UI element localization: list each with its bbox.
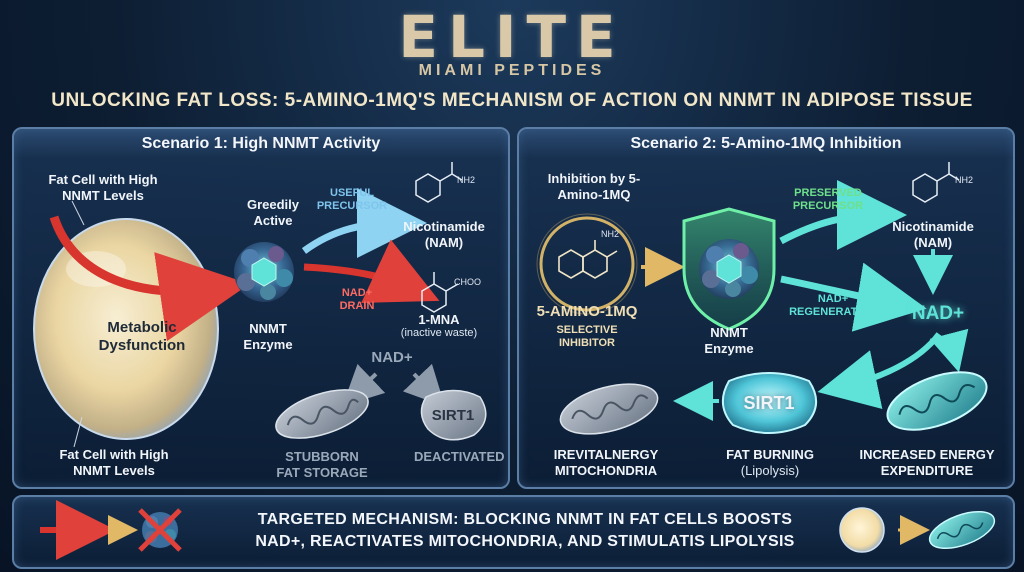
nad-regeneration-arrow (780, 262, 927, 332)
nnmt-enzyme-label-2: NNMT Enzyme (704, 325, 754, 356)
leader-line-top (71, 200, 85, 226)
nicotinamide-molecule-2 (912, 162, 960, 203)
scenario-2-panel: Scenario 2: 5-Amino-1MQ Inhibition (517, 127, 1015, 489)
nad-boosted-label: NAD+ (911, 303, 965, 324)
sirt1-active-icon (722, 372, 817, 434)
mna-label: 1-MNA (418, 312, 460, 327)
preserved-precursor-arrow (779, 180, 907, 251)
preserved-precursor-label: PRESERVED PRECURSOR (792, 187, 864, 213)
mitochondria-irevital-icon (559, 383, 659, 435)
greedily-active-label: Greedily Active (246, 197, 300, 228)
nh2-label: NH2 (457, 175, 476, 185)
page-title: UNLOCKING FAT LOSS: 5-AMINO-1MQ'S MECHAN… (51, 90, 973, 111)
nad-to-sirt1-arrow (402, 363, 446, 407)
summary-line-2: NAD+, REACTIVATES MITOCHONDRIA, AND STIM… (255, 533, 795, 550)
brand-logo: ELITE (398, 3, 626, 71)
increased-energy-label: INCREASED ENERGY EXPENDITURE (859, 447, 995, 478)
scenario-2-graphics (536, 162, 988, 435)
scenario-1-graphics (33, 162, 487, 448)
leader-line-bottom (73, 416, 83, 448)
mna-molecule (421, 272, 459, 313)
mitochondria-energized-icon (886, 371, 988, 431)
brand-subtitle: MIAMI PEPTIDES (418, 62, 606, 79)
nad-drain-arrow (303, 239, 440, 303)
summary-line-1: TARGETED MECHANISM: BLOCKING NNMT IN FAT… (257, 511, 793, 528)
sirt1-deactivated-icon (420, 389, 487, 441)
metabolic-dysfunction-label: Metabolic Dysfunction (98, 319, 186, 354)
nad-depleted-label: NAD+ (371, 349, 413, 366)
fat-burning-label: FAT BURNING (726, 447, 814, 462)
useful-precursor-arrow (301, 188, 427, 259)
mna-note-label: (inactive waste) (400, 327, 478, 339)
nad-to-energy-arrow (929, 328, 969, 373)
nicotinamide-label-2: Nicotinamide (NAM) (892, 219, 974, 250)
useful-precursor-label: USEFUL PRECURSOR (316, 187, 388, 213)
nh2-mol-label: NH2 (600, 229, 619, 239)
choo-label: CHOO (454, 277, 481, 287)
nnmt-enzyme-inhibited-icon (699, 239, 759, 299)
sirt1-deactivated-label: SIRT1 (431, 407, 475, 424)
stubborn-fat-label: STUBBORN FAT STORAGE (276, 449, 368, 480)
drug-name-label: 5-AMINO-1MQ (536, 303, 638, 320)
amino-1mq-molecule-icon (536, 213, 638, 315)
nicotinamide-label: Nicotinamide (NAM) (403, 219, 485, 250)
scenario-1-panel: Scenario 1: High NNMT Activity (12, 127, 510, 489)
nad-to-sirt1-arrow-2 (817, 332, 942, 409)
nh2-label-2: NH2 (955, 175, 974, 185)
scenario-2-title: Scenario 2: 5-Amino-1MQ Inhibition (630, 135, 902, 152)
nicotinamide-molecule (415, 162, 463, 203)
nad-drain-label: NAD+ DRAIN (339, 287, 375, 313)
mitochondria-gray-icon (275, 389, 369, 439)
red-flow-arrow (49, 215, 250, 342)
deactivated-label: DEACTIVATED (414, 449, 505, 464)
nnmt-enzyme-label: NNMT Enzyme (243, 321, 293, 352)
fat-cell-bottom-label: Fat Cell with High NNMT Levels (59, 447, 169, 478)
inhibition-label: Inhibition by 5-Amino-1MQ (547, 171, 641, 202)
nnmt-enzyme-icon (234, 242, 294, 302)
fat-cell-top-label: Fat Cell with High NNMT Levels (48, 172, 158, 203)
sirt1-active-label: SIRT1 (743, 393, 795, 413)
nad-regeneration-label: NAD+ REGENERATION (789, 293, 877, 319)
scenario-1-title: Scenario 1: High NNMT Activity (141, 135, 381, 152)
summary-text: TARGETED MECHANISM: BLOCKING NNMT IN FAT… (225, 509, 825, 553)
lipolysis-label: (Lipolysis) (740, 463, 800, 478)
drug-role-label: SELECTIVE INHIBITOR (556, 324, 618, 350)
irevital-label: IREVITALNERGY MITOCHONDRIA (553, 447, 659, 478)
